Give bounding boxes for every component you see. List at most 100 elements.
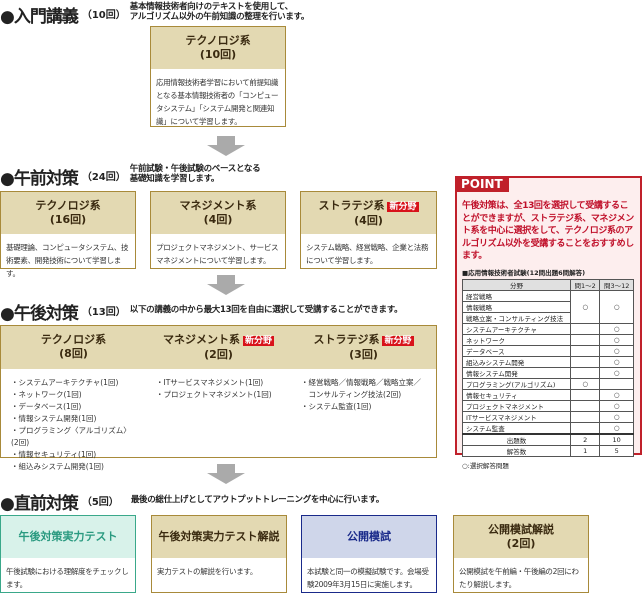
new-field-badge: 新分野 [242, 335, 274, 346]
desc-line: アルゴリズム以外の午前知識の整理を行います。 [129, 12, 310, 22]
list-item: ・情報セキュリティ(1回) [11, 450, 97, 459]
final-heading: ●直前対策 （5回） 最後の総仕上げとしてアウトプットトレーニングを中心に行いま… [0, 489, 384, 514]
list-item: ・プロジェクトマネジメント(1回) [156, 390, 272, 399]
down-arrow-icon [207, 464, 245, 484]
final-box-test-review: 午後対策実力テスト解説 実力テストの解説を行います。 [151, 515, 287, 593]
box-body: 基礎理論、コンピュータシステム、技術要素、開発技術について学習します。 [6, 243, 129, 278]
box-header: 公開模試 [302, 516, 436, 558]
box-title: テクノロジ系 [35, 199, 101, 212]
list-item: ・データベース(1回) [11, 402, 82, 411]
table-cell [599, 377, 634, 390]
box-title: 午後対策実力テスト [18, 530, 118, 543]
section-desc: 最後の総仕上げとしてアウトプットトレーニングを中心に行います。 [130, 495, 384, 505]
table-header: 問1～2 [570, 278, 601, 291]
table-cell: 組込みシステム開発 [461, 355, 572, 368]
list-item: ・ITサービスマネジメント(1回) [156, 378, 264, 387]
table-cell [570, 333, 601, 346]
list-item: ・組込みシステム開発(1回) [11, 462, 104, 471]
table-row: システム監査○ [461, 421, 634, 434]
section-count: （24回） [81, 172, 126, 183]
col-title: マネジメント系 [162, 332, 240, 346]
section-title: ●午後対策 [0, 304, 79, 324]
table-cell: プログラミング(アルゴリズム) [461, 377, 572, 390]
table-cell [570, 366, 601, 379]
table-cell: ○ [599, 421, 634, 434]
pm-col-header: ストラテジ系新分野(3回) [291, 326, 436, 368]
list-item: ・プログラミング〈アルゴリズム〉(2回) [11, 426, 131, 447]
table-cell: ○ [599, 289, 634, 324]
table-note: ○:選択解答問題 [462, 461, 509, 470]
table-cell: 1 [570, 444, 601, 457]
table-cell: 5 [599, 444, 634, 457]
table-row: システムアーキテクチャ ○ [461, 322, 634, 335]
am-box-technology: テクノロジ系(16回) 基礎理論、コンピュータシステム、技術要素、開発技術につい… [0, 191, 136, 278]
section-count: （5回） [81, 497, 119, 508]
box-title: マネジメント系 [179, 199, 257, 212]
section-title: ●入門講義 [0, 7, 79, 27]
intro-heading: ●入門講義 （10回） 基本情報技術者向けのテキストを使用して、アルゴリズム以外… [0, 2, 309, 27]
table-cell [570, 322, 601, 335]
table-row: 情報システム開発○ [461, 366, 634, 379]
table-cell: ○ [599, 322, 634, 335]
box-header: 午後対策実力テスト [1, 516, 135, 558]
down-arrow-icon [207, 136, 245, 156]
table-cell: ○ [599, 344, 634, 357]
box-header: 午後対策実力テスト解説 [152, 516, 286, 558]
col-title: ストラテジ系 [313, 332, 380, 346]
point-panel: 午後対策は、全13回を選択して受講することができますが、ストラテジ系、マネジメン… [455, 176, 642, 470]
table-cell: ○ [570, 289, 601, 324]
table-row: データベース○ [461, 344, 634, 357]
table-cell: 情報システム開発 [461, 366, 572, 379]
table-row: 情報セキュリティ○ [461, 388, 634, 401]
box-body: システム戦略、経営戦略、企業と法務について学習します。 [306, 243, 429, 265]
final-box-mock-review: 公開模試解説(2回) 公開模試を午前編・午後編の2回にわたり解説します。 [453, 515, 589, 593]
section-desc: 以下の講義の中から最大13回を自由に選択して受講することができます。 [129, 305, 403, 315]
table-cell: ○ [599, 388, 634, 401]
table-cell: システムアーキテクチャ [461, 322, 572, 335]
box-header: 公開模試解説(2回) [454, 516, 588, 558]
am-heading: ●午前対策 （24回） 午前試験・午後試験のベースとなる基礎知識を学習します。 [0, 164, 261, 189]
pm-col-list: ・経営戦略／情報戦略／戦略立案／ コンサルティング技法(2回)・システム監査(1… [291, 369, 436, 481]
table-row: ネットワーク○ [461, 333, 634, 346]
box-title: 午後対策実力テスト解説 [158, 530, 280, 543]
box-header: ストラテジ系新分野(4回) [301, 192, 436, 234]
table-cell [570, 344, 601, 357]
table-cell: 解答数 [461, 444, 572, 457]
box-body: 応用情報技術者学習において前提知識となる基本情報技術者の「コンピュータシステム」… [156, 78, 279, 126]
list-item: ・経営戦略／情報戦略／戦略立案／ [301, 378, 421, 387]
table-cell: 出題数 [461, 432, 572, 446]
table-cell [570, 388, 601, 401]
table-cell: プロジェクトマネジメント [461, 399, 572, 412]
table-row: 組込みシステム開発○ [461, 355, 634, 368]
point-text: 午後対策は、全13回を選択して受講することができますが、ストラテジ系、マネジメン… [462, 201, 634, 261]
pm-box: テクノロジ系(8回) マネジメント系新分野(2回) ストラテジ系新分野(3回) … [0, 325, 437, 471]
section-title: ●直前対策 [0, 494, 79, 514]
box-count: (16回) [49, 213, 87, 226]
table-cell: ○ [570, 377, 601, 390]
table-cell [570, 410, 601, 423]
new-field-badge: 新分野 [382, 335, 414, 346]
box-count: (2回) [506, 537, 536, 550]
table-header: 問3～12 [599, 278, 634, 291]
box-header: マネジメント系(4回) [151, 192, 285, 234]
pm-col-list: ・ITサービスマネジメント(1回) ・プロジェクトマネジメント(1回) [146, 369, 291, 481]
box-title: 公開模試 [347, 530, 391, 543]
down-arrow-icon [207, 275, 245, 295]
intro-box: テクノロジ系(10回) 応用情報技術者学習において前提知識となる基本情報技術者の… [150, 26, 286, 127]
pm-col-header: テクノロジ系(8回) [1, 326, 146, 368]
list-item: ・情報システム開発(1回) [11, 414, 97, 423]
table-cell: ITサービスマネジメント [461, 410, 572, 423]
final-box-mock-exam: 公開模試 本試験と同一の模擬試験です。会場受験2009年3月15日に実施します。 [301, 515, 437, 593]
am-box-management: マネジメント系(4回) プロジェクトマネジメント、サービスマネジメントについて学… [150, 191, 286, 269]
table-cell: 情報戦略 [461, 300, 572, 313]
table-cell: ネットワーク [461, 333, 572, 346]
table-cell: 戦略立案・コンサルティング技法 [461, 311, 572, 324]
table-cell: 経営戦略 [461, 289, 572, 302]
box-body: 実力テストの解説を行います。 [157, 567, 258, 576]
box-body: プロジェクトマネジメント、サービスマネジメントについて学習します。 [156, 243, 279, 265]
box-title: ストラテジ系 [318, 198, 385, 212]
table-cell: ○ [599, 399, 634, 412]
